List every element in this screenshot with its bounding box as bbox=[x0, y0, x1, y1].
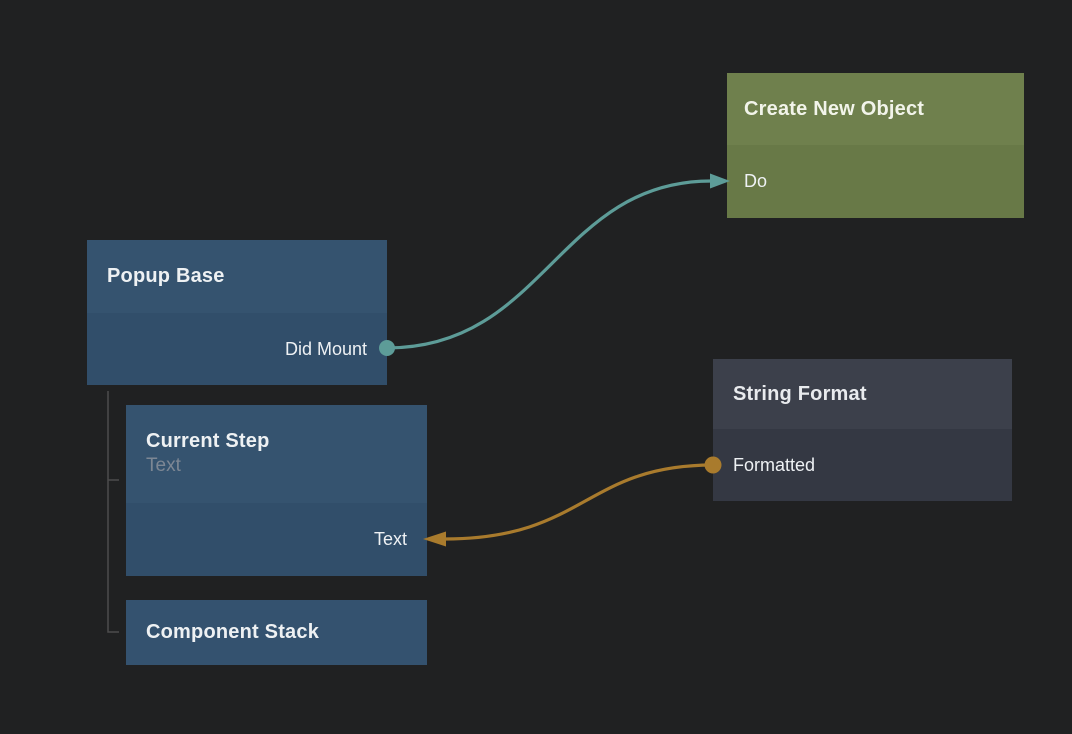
port-row-did-mount[interactable]: Did Mount bbox=[87, 313, 387, 385]
wire-formatted-to-text[interactable] bbox=[444, 463, 714, 541]
port-row-do[interactable]: Do bbox=[727, 145, 1024, 218]
node-create-new-object-header[interactable]: Create New Object bbox=[727, 73, 1024, 145]
port-label-formatted: Formatted bbox=[733, 454, 816, 475]
port-label-do: Do bbox=[744, 171, 768, 191]
port-label-did-mount: Did Mount bbox=[284, 338, 367, 359]
node-string-format-header[interactable]: String Format bbox=[713, 359, 1012, 429]
wire-did-mount-to-do[interactable] bbox=[386, 179, 712, 350]
node-component-stack-header[interactable]: Component Stack bbox=[126, 600, 427, 665]
node-title: Current Step bbox=[146, 430, 270, 453]
node-title: Create New Object bbox=[744, 97, 925, 120]
node-popup-base[interactable]: Popup Base Did Mount bbox=[87, 240, 387, 385]
hierarchy-line-component-stack bbox=[107, 391, 119, 633]
node-subtitle: Text bbox=[146, 455, 181, 477]
node-title: Popup Base bbox=[107, 265, 225, 287]
node-current-step-header[interactable]: Current Step Text bbox=[126, 405, 427, 503]
node-title: Component Stack bbox=[146, 621, 320, 643]
node-component-stack[interactable]: Component Stack bbox=[126, 600, 427, 665]
node-current-step[interactable]: Current Step Text Text bbox=[126, 405, 427, 576]
node-create-new-object[interactable]: Create New Object Do bbox=[727, 73, 1024, 218]
node-popup-base-header[interactable]: Popup Base bbox=[87, 240, 387, 313]
node-title: String Format bbox=[733, 382, 867, 405]
port-row-text[interactable]: Text bbox=[126, 503, 427, 576]
port-row-formatted[interactable]: Formatted bbox=[713, 429, 1012, 501]
port-label-text: Text bbox=[373, 529, 407, 549]
node-string-format[interactable]: String Format Formatted bbox=[713, 359, 1012, 501]
